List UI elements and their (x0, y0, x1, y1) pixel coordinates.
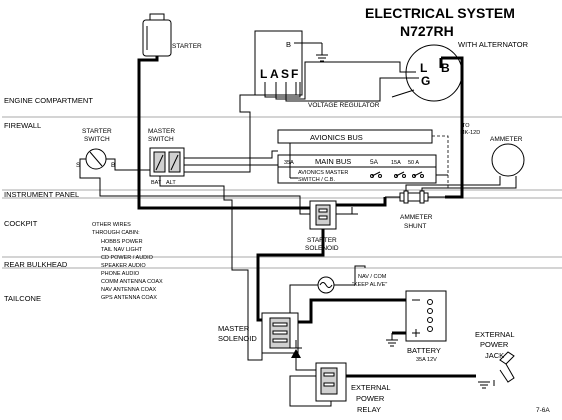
other-wires-item: CD POWER / AUDIO (101, 255, 154, 261)
master-solenoid-label-1: MASTER (218, 324, 250, 333)
battery-label: BATTERY (407, 346, 441, 355)
voltage-regulator-label: VOLTAGE REGULATOR (308, 102, 380, 109)
master-switch-alt: ALT (166, 180, 176, 186)
ext-power-relay-label-2: POWER (356, 394, 385, 403)
battery (405, 290, 447, 342)
voltage-regulator (254, 30, 303, 96)
ammeter-shunt-label-1: AMMETER (400, 214, 433, 221)
master-solenoid-label-2: SOLENOID (218, 334, 257, 343)
circuit-breakers (370, 171, 424, 178)
zone-cockpit: COCKPIT (4, 219, 38, 228)
keep-alive-fuse (317, 276, 335, 294)
other-wires-item: HOBBS POWER (101, 239, 143, 245)
ground-icon (478, 381, 490, 389)
other-wires-item: GPS ANTENNA COAX (101, 295, 157, 301)
starter-motor (142, 13, 172, 57)
diagram-title: ELECTRICAL SYSTEM (365, 5, 515, 21)
other-wires-item: NAV ANTENNA COAX (101, 287, 157, 293)
master-switch-bat: BAT (151, 180, 162, 186)
avionics-master-label: AVIONICS MASTER (298, 170, 348, 176)
main-bus-label: MAIN BUS (315, 157, 351, 166)
starter-switch-s-terminal: S (76, 162, 81, 169)
ext-power-jack-label-1: EXTERNAL (475, 330, 515, 339)
master-switch-label-1: MASTER (148, 128, 175, 135)
other-wires-item: PHONE AUDIO (101, 271, 140, 277)
alt-terminal-l: L (420, 61, 427, 75)
main-bus-15a: 15A (391, 160, 401, 166)
external-power-relay (315, 362, 347, 402)
other-wires-list: OTHER WIRES THROUGH CABIN: HOBBS POWER T… (92, 222, 163, 301)
other-wires-item: SPEAKER AUDIO (101, 263, 146, 269)
starter-switch-label-1: STARTER (82, 128, 112, 135)
starter-label: STARTER (172, 43, 202, 50)
other-wires-item: OTHER WIRES (92, 222, 131, 228)
battery-spec: 35A 12V (416, 357, 437, 363)
power-cables (137, 56, 476, 378)
ammeter-shunt (399, 190, 429, 204)
keep-alive-label: "KEEP ALIVE" (352, 282, 387, 288)
mk12d-label: MK-12D (460, 130, 480, 136)
zone-tailcone: TAILCONE (4, 294, 41, 303)
avionics-bus (277, 129, 433, 144)
ext-power-jack-label-3: JACK (485, 351, 504, 360)
vr-terminal-s: S (281, 67, 289, 81)
alt-terminal-g: G (421, 74, 430, 88)
ground-icon (386, 333, 398, 347)
starter-solenoid (309, 200, 337, 230)
ammeter-shunt-label-2: SHUNT (404, 223, 426, 230)
starter-switch-b-terminal: B (111, 162, 115, 169)
starter-switch (85, 148, 107, 170)
vr-terminal-l: L (260, 67, 267, 81)
to-label: TO (462, 123, 470, 129)
ammeter (491, 143, 525, 177)
ammeter-label: AMMETER (490, 136, 523, 143)
main-bus-50a: 50 A (408, 160, 419, 166)
ground-icon (316, 54, 328, 62)
master-solenoid (261, 312, 299, 354)
aircraft-registration: N727RH (400, 23, 454, 39)
zone-instrument-panel: INSTRUMENT PANEL (4, 190, 79, 199)
master-switch-label-2: SWITCH (148, 136, 174, 143)
other-wires-item: THROUGH CABIN: (92, 230, 140, 236)
ground-icon (336, 207, 358, 215)
main-bus-35a: 35A (284, 160, 294, 166)
avionics-master-cb-label: SWITCH / C.B. (298, 177, 335, 183)
zone-engine-compartment: ENGINE COMPARTMENT (4, 96, 93, 105)
master-switch (149, 147, 185, 177)
ext-power-relay-label-3: RELAY (357, 405, 381, 414)
zone-firewall: FIREWALL (4, 121, 41, 130)
vr-terminal-a: A (270, 67, 279, 81)
other-wires-item: COMM ANTENNA COAX (101, 279, 163, 285)
vr-terminal-b: B (286, 40, 291, 49)
starter-switch-label-2: SWITCH (84, 136, 110, 143)
page-reference: 7-6A (536, 407, 550, 414)
external-power-jack (493, 351, 515, 386)
control-wiring (79, 94, 448, 407)
vr-terminal-f: F (291, 67, 298, 81)
nav-com-label: NAV / COM (358, 274, 387, 280)
other-wires-item: TAIL NAV LIGHT (101, 247, 143, 253)
avionics-bus-label: AVIONICS BUS (310, 133, 363, 142)
diagram-subtitle: WITH ALTERNATOR (458, 40, 529, 49)
alt-terminal-b: B (441, 61, 450, 75)
ext-power-relay-label-1: EXTERNAL (351, 383, 391, 392)
alternator (405, 44, 463, 102)
main-bus-5a: 5A (370, 159, 379, 166)
ext-power-jack-label-2: POWER (480, 340, 509, 349)
zone-rear-bulkhead: REAR BULKHEAD (4, 260, 68, 269)
